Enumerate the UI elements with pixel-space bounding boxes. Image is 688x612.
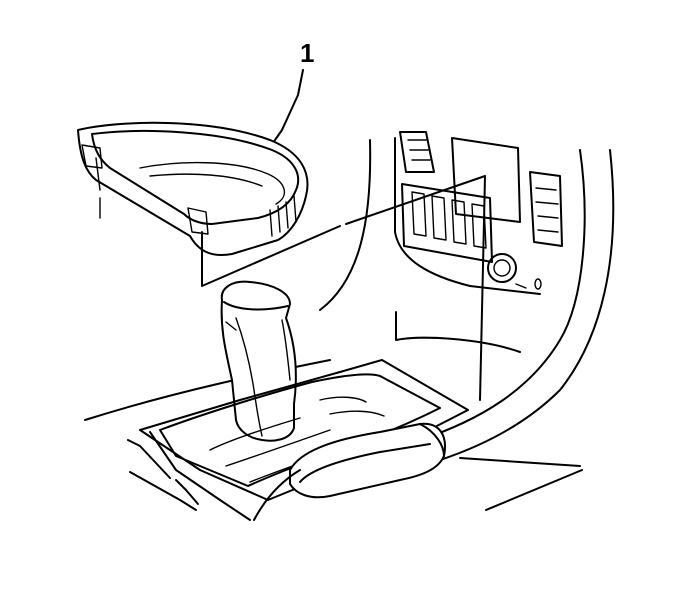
callout-leader-line [267,69,304,151]
center-console [84,137,615,511]
alignment-line-left [201,225,341,287]
armrest [253,422,446,521]
shift-lever [220,280,297,442]
dashboard-controls [399,131,563,290]
callout-label-1: 1 [300,38,314,68]
alignment-line-right [345,175,486,401]
storage-tray [77,121,309,256]
